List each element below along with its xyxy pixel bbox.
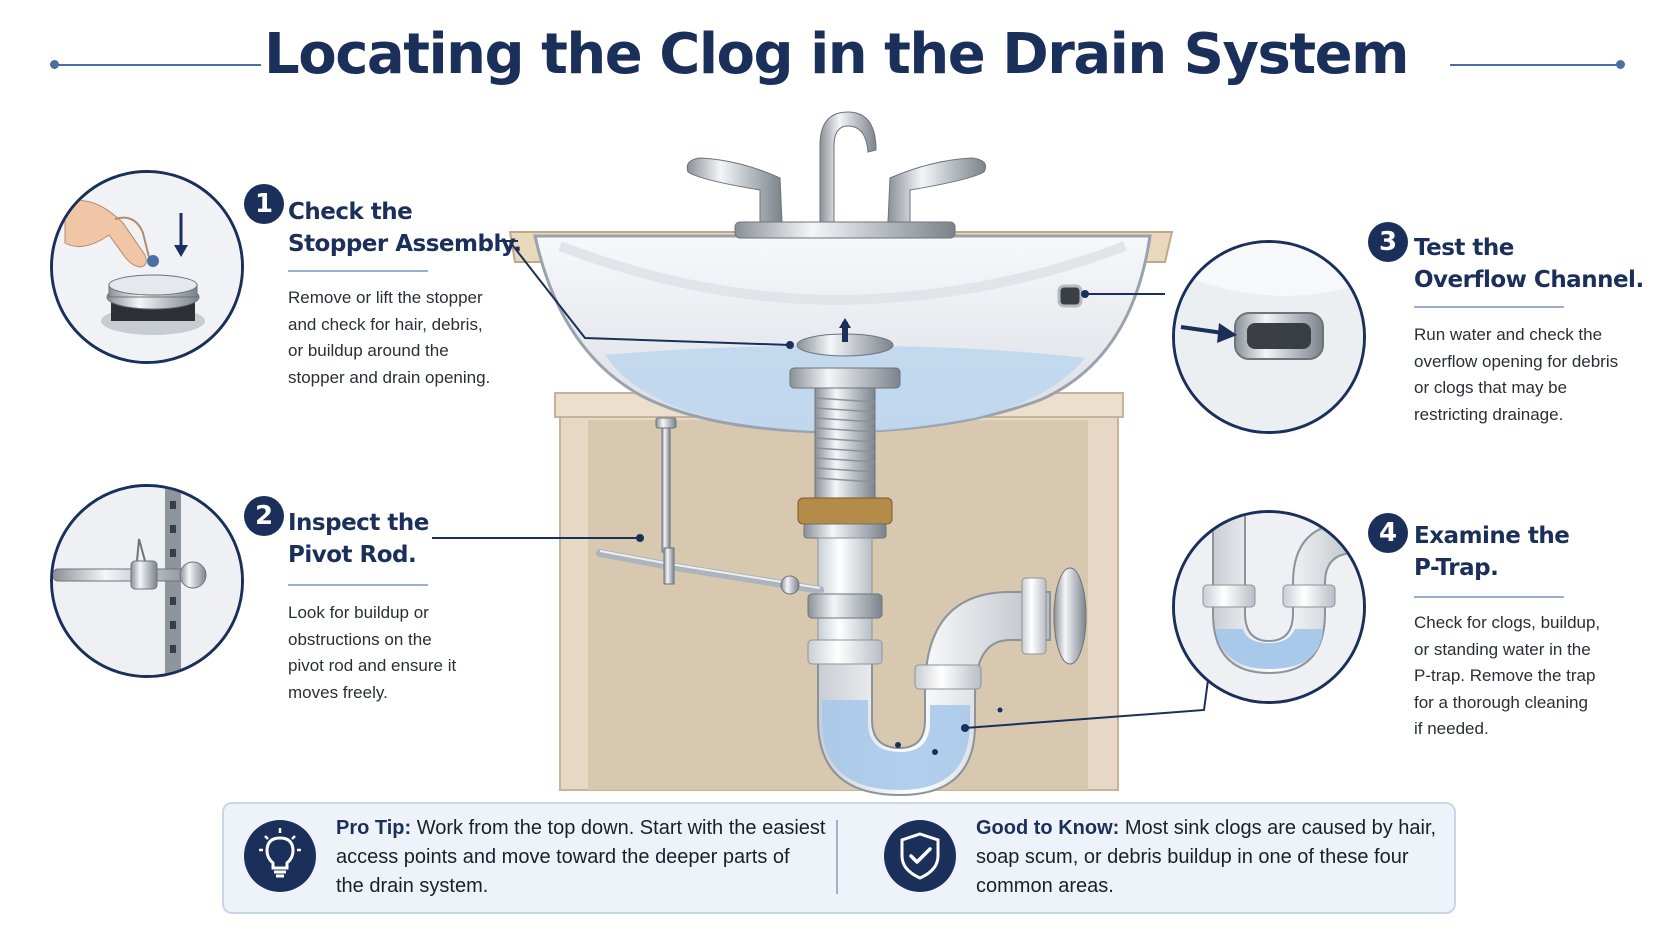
title-rule-dot-right [1616, 60, 1625, 69]
step-2-title: Inspect the Pivot Rod. [288, 507, 429, 571]
faucet-base [734, 221, 956, 239]
basin-rim-shadow [558, 241, 1127, 306]
good-to-know-label: Good to Know: [976, 817, 1120, 839]
step-3-body-line: restricting drainage. [1414, 404, 1564, 424]
step-1-body-line: Remove or lift the stopper [288, 288, 483, 307]
step-4-title-line1: Examine the [1414, 523, 1570, 549]
p-trap-detail-circle [1172, 510, 1366, 704]
step-4-rule [1414, 596, 1564, 598]
step-2-body-line: obstructions on the [288, 629, 432, 649]
step-1-title: Check the Stopper Assembly. [288, 196, 522, 260]
step-4-body-line: or standing water in the [1414, 639, 1591, 659]
page-title: Locating the Clog in the Drain System [264, 22, 1409, 87]
step-3-rule [1414, 306, 1564, 308]
step-1-title-line2: Stopper Assembly. [288, 231, 522, 257]
step-1-body: Remove or lift the stopper and check for… [288, 285, 490, 391]
faucet-handle-left [686, 157, 783, 223]
step-3-body: Run water and check the overflow opening… [1414, 322, 1618, 428]
faucet-spout [819, 111, 877, 223]
debris-speck [997, 707, 1003, 713]
step-4-body-line: P-trap. Remove the trap [1414, 666, 1596, 685]
stopper-arrow [839, 318, 851, 328]
p-trap-nut [807, 639, 883, 665]
step-2-title-line1: Inspect the [288, 510, 429, 536]
stopper-icon [53, 173, 241, 361]
step-3-body-line: Run water and check the [1414, 325, 1603, 344]
step-1-title-line1: Check the [288, 199, 413, 225]
step-2-rule [288, 584, 428, 586]
p-trap [817, 591, 1051, 797]
good-to-know-line: soap scum, or debris buildup in one of t… [976, 846, 1409, 868]
pro-tip-line: access points and move toward the deeper… [336, 846, 790, 868]
step-4-badge: 4 [1368, 513, 1408, 553]
overflow-detail-circle [1172, 240, 1366, 434]
title-rule-left [56, 64, 261, 66]
pro-tip-text: Pro Tip: Work from the top down. Start w… [336, 814, 825, 901]
p-trap-water [822, 700, 970, 790]
step-2-body-line: Look for buildup or [288, 603, 429, 622]
tip-bar: Pro Tip: Work from the top down. Start w… [222, 802, 1456, 914]
pro-tip-line: Work from the top down. Start with the e… [411, 817, 826, 839]
good-to-know-text: Good to Know: Most sink clogs are caused… [976, 814, 1436, 901]
good-to-know-line: common areas. [976, 875, 1114, 897]
step-2-body: Look for buildup or obstructions on the … [288, 600, 456, 706]
step-3-body-line: overflow opening for debris [1414, 351, 1619, 371]
p-trap-icon [1175, 513, 1363, 701]
clevis-strap [663, 547, 675, 585]
step-2-badge: 2 [244, 496, 284, 536]
tip-divider [836, 820, 838, 894]
step-2-title-line2: Pivot Rod. [288, 542, 417, 568]
connector-step-1 [498, 240, 518, 242]
pivot-rod-icon [53, 487, 241, 675]
title-rule-dot-left [50, 60, 59, 69]
step-1-badge: 1 [244, 184, 284, 224]
tailpiece-slipnut [807, 593, 883, 619]
step-4-title: Examine the P-Trap. [1414, 520, 1570, 584]
step-1-body-line: or buildup around the [288, 341, 449, 360]
step-2-body-line: pivot rod and ensure it [288, 656, 457, 675]
step-3-badge: 3 [1368, 222, 1408, 262]
shield-check-icon [884, 820, 956, 892]
pivot-rod-detail-circle [50, 484, 244, 678]
step-4-body: Check for clogs, buildup, or standing wa… [1414, 610, 1600, 743]
step-2-body-line: moves freely. [288, 682, 388, 702]
step-3-title-line1: Test the [1414, 235, 1514, 261]
title-rule-right [1450, 64, 1620, 66]
overflow-icon [1175, 243, 1363, 431]
stopper-knob [842, 322, 848, 342]
stopper-detail-circle [50, 170, 244, 364]
step-4-body-line: Check for clogs, buildup, [1414, 613, 1601, 632]
step-3-body-line: or clogs that may be [1414, 378, 1568, 397]
lift-rod-top [655, 417, 677, 429]
pro-tip-label: Pro Tip: [336, 817, 412, 839]
trap-arm-nut [1021, 577, 1047, 655]
wall-flange [1053, 567, 1087, 665]
good-to-know-line: Most sink clogs are caused by hair, [1119, 817, 1437, 839]
drain-threads [814, 397, 876, 483]
pivot-ball [780, 575, 800, 595]
pro-tip-line: the drain system. [336, 875, 489, 897]
debris-speck [895, 742, 901, 748]
debris-speck [932, 749, 938, 755]
step-1-body-line: stopper and drain opening. [288, 367, 491, 387]
step-1-rule [288, 270, 428, 272]
p-trap-nut-right [914, 664, 982, 690]
step-1-body-line: and check for hair, debris, [288, 314, 483, 334]
step-4-body-line: for a thorough cleaning [1414, 692, 1588, 712]
step-3-title: Test the Overflow Channel. [1414, 232, 1644, 296]
step-3-title-line2: Overflow Channel. [1414, 267, 1644, 293]
lightbulb-icon [244, 820, 316, 892]
step-4-title-line2: P-Trap. [1414, 555, 1499, 581]
step-4-body-line: if needed. [1414, 719, 1489, 738]
faucet-handle-right [887, 157, 986, 223]
overflow-slot [1057, 284, 1083, 308]
